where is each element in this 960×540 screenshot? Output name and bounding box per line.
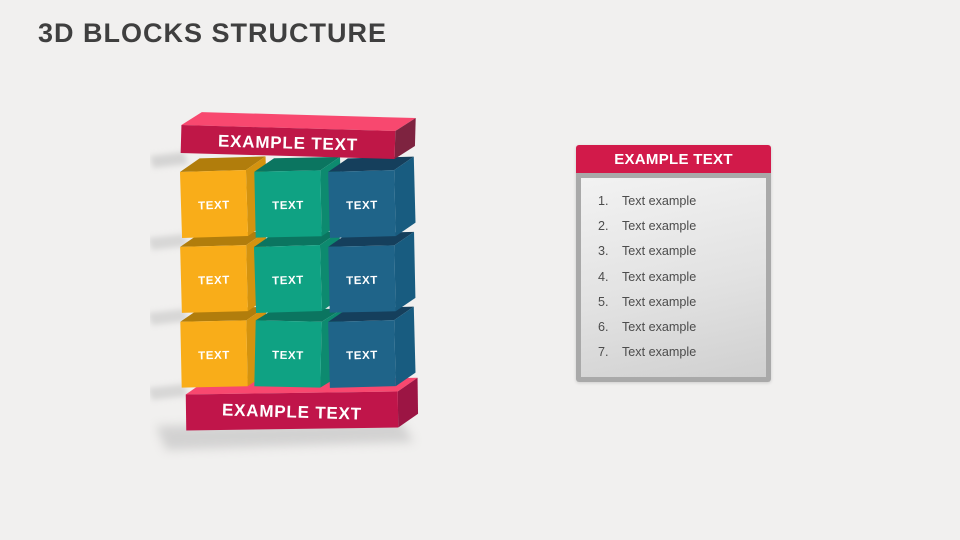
list-item-number: 6. bbox=[598, 319, 609, 334]
blocks-diagram: EXAMPLE TEXT TEXT TEXT TEXT TEXT TEXT TEXT TEXT… bbox=[150, 90, 480, 460]
cube-side-face bbox=[394, 156, 416, 237]
panel-header-label: EXAMPLE TEXT bbox=[614, 150, 733, 168]
list-item-text: Text example bbox=[622, 294, 697, 309]
bottom-bar-side-face bbox=[397, 377, 419, 428]
list-item-text: Text example bbox=[622, 194, 697, 208]
cube-front-face bbox=[253, 244, 323, 314]
list-item-text: Text example bbox=[622, 319, 697, 334]
cube-front-face bbox=[328, 320, 396, 388]
cube-front-face bbox=[328, 170, 396, 238]
cube-front-face bbox=[180, 245, 248, 313]
cube-row1-green[interactable]: TEXT bbox=[254, 156, 342, 238]
slide-title-text: 3D BLOCKS STRUCTURE bbox=[38, 18, 388, 48]
cube-row1-yellow[interactable]: TEXT bbox=[179, 156, 268, 239]
shadow-under-top-bar bbox=[150, 152, 188, 168]
list-item: 7. Text example bbox=[598, 340, 758, 365]
cube-front-face bbox=[179, 169, 249, 239]
cube-top-face bbox=[328, 156, 414, 172]
cube-front-face bbox=[254, 320, 322, 388]
list-item: 3. Text example bbox=[598, 239, 758, 264]
panel-list: 1. Text example 2. Text example 3. Text examp… bbox=[581, 178, 766, 365]
list-item-text: Text example bbox=[622, 345, 697, 360]
cube-row3-green[interactable]: TEXT bbox=[254, 307, 342, 388]
list-item: 2. Text example bbox=[598, 214, 758, 239]
blocks-svg: EXAMPLE TEXT TEXT TEXT TEXT TEXT TEXT TEXT TEXT… bbox=[150, 112, 419, 450]
shadow-row-1 bbox=[150, 234, 188, 250]
top-bar[interactable]: EXAMPLE TEXT bbox=[180, 112, 416, 160]
cube-label: TEXT bbox=[346, 200, 378, 213]
cube-front-face bbox=[180, 320, 248, 388]
list-item: 5. Text example bbox=[598, 290, 758, 315]
bottom-bar-front-face bbox=[185, 391, 399, 431]
list-item-number: 5. bbox=[598, 294, 609, 309]
cube-front-face bbox=[254, 170, 322, 238]
panel-header[interactable]: EXAMPLE TEXT bbox=[576, 145, 771, 173]
top-bar-top-face bbox=[181, 112, 416, 131]
cube-label: TEXT bbox=[198, 350, 230, 363]
cube-label: TEXT bbox=[346, 275, 378, 288]
cube-front-face bbox=[328, 245, 396, 313]
list-item-text: Text example bbox=[622, 244, 697, 259]
cube-side-face bbox=[394, 306, 416, 387]
cube-row3-yellow[interactable]: TEXT bbox=[180, 306, 268, 388]
cube-label: TEXT bbox=[198, 200, 230, 213]
list-item-number: 1. bbox=[598, 194, 609, 208]
shadow-row-3 bbox=[150, 384, 188, 400]
cube-side-face bbox=[394, 231, 416, 312]
cube-row2-blue[interactable]: TEXT bbox=[328, 231, 416, 313]
list-item: 1. Text example bbox=[598, 189, 758, 214]
panel-inner: 1. Text example 2. Text example 3. Text examp… bbox=[581, 178, 766, 377]
cube-row2-green[interactable]: TEXT bbox=[253, 231, 342, 314]
cube-row3-blue[interactable]: TEXT bbox=[328, 306, 416, 388]
list-item-number: 7. bbox=[598, 345, 609, 360]
panel-body[interactable]: 1. Text example 2. Text example 3. Text examp… bbox=[576, 173, 771, 382]
top-bar-side-face bbox=[394, 118, 416, 159]
top-bar-label: EXAMPLE TEXT bbox=[218, 132, 358, 155]
cube-top-face bbox=[254, 156, 341, 172]
list-item-text: Text example bbox=[622, 219, 697, 234]
top-bar-front-face bbox=[180, 125, 396, 159]
cube-row1-blue[interactable]: TEXT bbox=[328, 156, 416, 238]
cube-label: TEXT bbox=[272, 275, 304, 288]
cube-top-face bbox=[179, 156, 266, 173]
cube-label: TEXT bbox=[272, 200, 304, 213]
bottom-bar[interactable]: EXAMPLE TEXT bbox=[185, 377, 419, 431]
list-item: 4. Text example bbox=[598, 265, 758, 290]
example-text-panel[interactable]: EXAMPLE TEXT 1. Text example 2. Text exampl… bbox=[576, 145, 771, 382]
list-item: 6. Text example bbox=[598, 315, 758, 340]
cube-label: TEXT bbox=[346, 350, 378, 363]
list-item-number: 2. bbox=[598, 219, 609, 234]
list-item-number: 4. bbox=[598, 269, 609, 284]
cube-label: TEXT bbox=[272, 350, 304, 363]
cube-row2-yellow[interactable]: TEXT bbox=[180, 231, 268, 313]
list-item-number: 3. bbox=[598, 244, 609, 259]
shadow-row-2 bbox=[150, 309, 188, 325]
list-item-text: Text example bbox=[622, 269, 697, 284]
slide-title[interactable]: 3D BLOCKS STRUCTURE bbox=[38, 18, 387, 49]
cube-label: TEXT bbox=[198, 275, 230, 288]
bottom-bar-label: EXAMPLE TEXT bbox=[222, 400, 362, 423]
